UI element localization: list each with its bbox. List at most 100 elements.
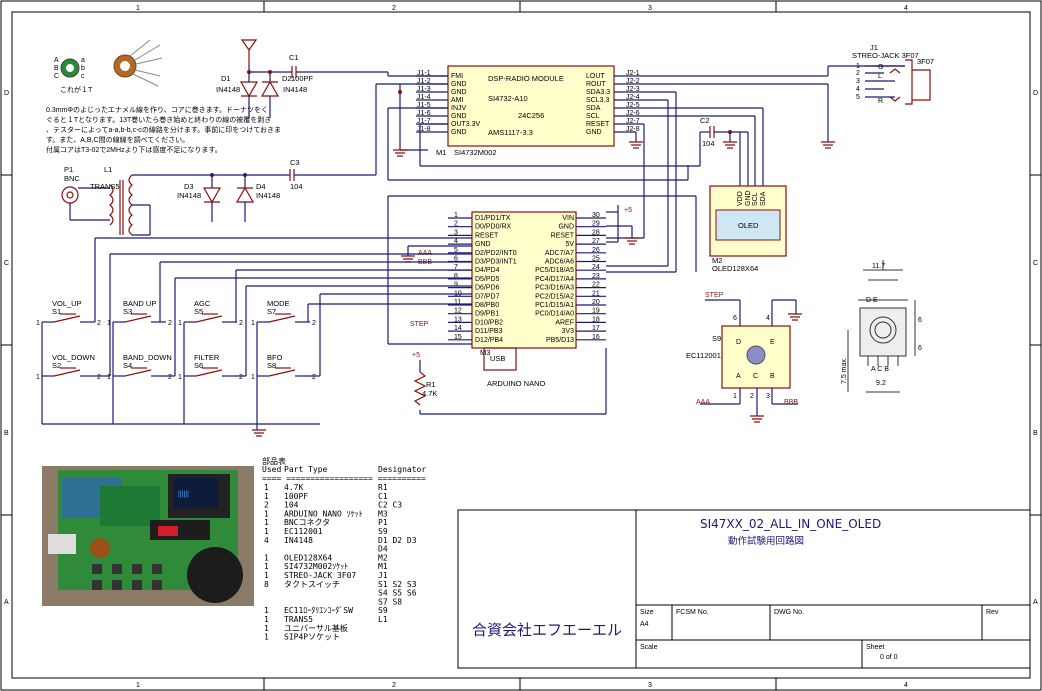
module-pin-num: J1-1 — [417, 70, 431, 77]
arduino-nano — [471, 211, 577, 349]
module-pin-num: J1-2 — [417, 78, 431, 85]
stereo-jack — [827, 59, 931, 142]
bom-designator: L1 — [378, 615, 388, 624]
switch-blade — [268, 315, 296, 323]
nano-pin-num: 21 — [592, 290, 600, 297]
enc-ref: S9 — [712, 334, 721, 343]
bom-part: SIP4Pソケット — [284, 633, 340, 642]
nano-pin-label: D8/PB0 — [475, 302, 499, 309]
bom-qty: 4 — [264, 536, 269, 545]
enc-aaa: AAA — [696, 399, 710, 406]
oled-pin-label: SCL — [752, 192, 759, 206]
nano-pin-num: 2 — [454, 221, 458, 228]
switch-name: VOL_UP — [52, 299, 82, 308]
svg-text:A: A — [54, 57, 59, 64]
nano-plus5: +5 — [624, 207, 632, 214]
module-pin-num: J1-4 — [417, 94, 431, 101]
bom-part: STREO-JACK 3F07 — [284, 571, 356, 580]
nano-name: ARDUINO NANO — [487, 379, 546, 388]
bom-designator: S4 S5 S6 — [378, 589, 417, 598]
bom-designator: C2 C3 — [378, 501, 402, 510]
grid-row-right: A — [1033, 599, 1038, 606]
module-pin-num: J1-3 — [417, 86, 431, 93]
module-pin-label: GND — [451, 113, 467, 120]
grid-col-top: 3 — [648, 5, 652, 12]
nano-pin-num: 25 — [592, 256, 600, 263]
rev-label: Rev — [986, 609, 999, 616]
nano-pin-num: 29 — [592, 221, 600, 228]
bom-qty: 1 — [264, 492, 269, 501]
nano-ref: M3 — [480, 348, 490, 357]
module-pin-label: AMI — [451, 97, 464, 104]
nano-pin-num: 12 — [454, 308, 462, 315]
module-pin-label: SDA3.3 — [586, 89, 610, 96]
nano-pin-label: 5V — [565, 241, 574, 248]
grid-col-top: 2 — [392, 5, 396, 12]
bom-designator: S9 — [378, 527, 388, 536]
nano-pin-num: 9 — [454, 282, 458, 289]
nano-pin-label: D6/PD6 — [475, 285, 500, 292]
nano-pin-num: 30 — [592, 212, 600, 219]
bom-designator: S1 S2 S3 — [378, 580, 417, 589]
grid-row-right: C — [1033, 260, 1038, 267]
nano-pin-num: 15 — [454, 334, 462, 341]
enc-pin-label: B — [770, 373, 775, 380]
l1-ref: L1 — [104, 165, 112, 174]
switch-ref: S5 — [194, 307, 203, 316]
switch-name: BAND UP — [123, 299, 156, 308]
bom-title: 部品表 — [262, 456, 286, 466]
nano-pin-num: 14 — [454, 325, 462, 332]
bom-designator: J1 — [378, 571, 388, 580]
bom-part: タクトスイッチ — [284, 580, 340, 589]
enc-step: STEP — [705, 292, 724, 299]
enc-dim-h2: 6 — [918, 345, 922, 352]
switch-pin-2: 2 — [97, 320, 101, 327]
bom-sep: ==== ================== ========== — [262, 474, 426, 483]
switch-blade — [195, 369, 223, 377]
nano-pin-label: GND — [475, 241, 491, 248]
grid-row-right: B — [1033, 430, 1038, 437]
grid-col-top: 4 — [904, 5, 908, 12]
dsp-module — [447, 65, 615, 147]
bom-part: SI4732M002ｿｹｯﾄ — [284, 562, 348, 571]
nano-pin-num: 6 — [454, 256, 458, 263]
module-pin-num: J2-3 — [626, 86, 640, 93]
switch-name: VOL_DOWN — [52, 353, 95, 362]
coil-note-line: 付属コアはT3-02で2MHzより下は感度不足になります。 — [46, 145, 222, 154]
switch-blade — [124, 369, 152, 377]
module-pin-label: SDA — [586, 105, 601, 112]
nano-pin-num: 17 — [592, 325, 600, 332]
d2-value: IN4148 — [283, 85, 307, 94]
enc-pin-label: A — [736, 373, 741, 380]
bom-qty: 1 — [264, 633, 269, 642]
module-part: SI4732M002 — [454, 148, 497, 157]
switch-pin-2: 2 — [239, 374, 243, 381]
module-pin-num: J2-4 — [626, 94, 640, 101]
nano-pin-num: 11 — [454, 299, 461, 306]
switch-ref: S2 — [52, 361, 61, 370]
nano-pin-label: D9/PB1 — [475, 311, 499, 318]
p1-ref: P1 — [64, 165, 73, 174]
bom-qty: 1 — [264, 553, 269, 562]
bom-header-used: Used — [262, 465, 281, 474]
module-pin-num: J2-8 — [626, 126, 640, 133]
drawing-subtitle: 動作試験用回路図 — [728, 535, 804, 547]
nano-pin-num: 3 — [454, 229, 458, 236]
oled-screen — [715, 209, 781, 241]
grid-col-bottom: 3 — [648, 682, 652, 689]
c2-ref: C2 — [700, 116, 710, 125]
company-name: 合資会社エフエーエル — [472, 621, 622, 639]
dwg-label: DWG No. — [774, 609, 804, 616]
jack-alt: 3F07 — [917, 57, 934, 66]
nano-pin-num: 24 — [592, 264, 600, 271]
switch-ref: S4 — [123, 361, 132, 370]
module-pin-num: J2-1 — [626, 70, 640, 77]
module-pin-label: LOUT — [586, 73, 605, 80]
enc-dim-w: 11.7 — [872, 263, 885, 270]
bom-designator: C1 — [378, 492, 388, 501]
